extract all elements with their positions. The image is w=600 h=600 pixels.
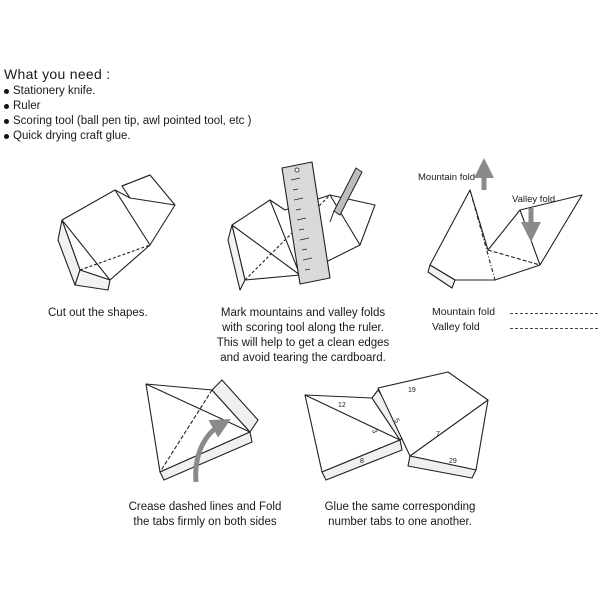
caption-cut: Cut out the shapes. [48, 307, 148, 319]
material-item: Ruler [4, 99, 251, 114]
crease-shape-illustration [145, 379, 259, 481]
scoring-tool-illustration [329, 167, 363, 223]
folded-shape-illustration [427, 189, 583, 289]
materials-title: What you need : [4, 66, 111, 82]
caption-mark: Mark mountains and valley folds with sco… [198, 306, 408, 366]
material-item: Scoring tool (ball pen tip, awl pointed … [4, 114, 251, 129]
tab-number: 8 [360, 458, 364, 465]
caption-crease-line: Crease dashed lines and Fold [128, 501, 282, 513]
tab-number: 29 [449, 458, 457, 465]
cut-shape-illustration [57, 174, 176, 291]
legend-mountain-line [510, 313, 598, 314]
caption-glue-line: number tabs to one another. [328, 516, 472, 528]
caption-glue-line: Glue the same corresponding [324, 501, 476, 513]
tab-number: 12 [338, 402, 346, 409]
material-item: Stationery knife. [4, 84, 251, 99]
caption-mark-line: and avoid tearing the cardboard. [220, 352, 386, 364]
caption-mark-line: This will help to get a clean edges [216, 337, 390, 349]
legend-valley-label: Valley fold [432, 321, 480, 333]
caption-crease-line: the tabs firmly on both sides [133, 516, 277, 528]
caption-glue: Glue the same corresponding number tabs … [300, 500, 500, 530]
legend-valley-line [510, 328, 598, 329]
tab-number: 7 [436, 431, 440, 438]
tab-number-labels: 12 3 8 19 5 7 29 [338, 387, 457, 465]
tab-number: 19 [408, 387, 416, 394]
material-item: Quick drying craft glue. [4, 129, 251, 144]
caption-mark-line: with scoring tool along the ruler. [222, 322, 384, 334]
caption-crease: Crease dashed lines and Fold the tabs fi… [110, 500, 300, 530]
materials-list: What you need : Stationery knife. Ruler … [4, 66, 251, 144]
tab-number: 3 [370, 428, 378, 434]
valley-fold-label: Valley fold [512, 194, 556, 205]
legend-mountain-label: Mountain fold [432, 306, 496, 318]
glue-shape-illustration [304, 371, 489, 481]
mountain-fold-label: Mountain fold [418, 172, 476, 183]
tab-number: 5 [392, 418, 400, 425]
fold-direction-arrow [193, 419, 231, 483]
caption-mark-line: Mark mountains and valley folds [220, 307, 386, 319]
ruler-illustration [281, 161, 331, 285]
